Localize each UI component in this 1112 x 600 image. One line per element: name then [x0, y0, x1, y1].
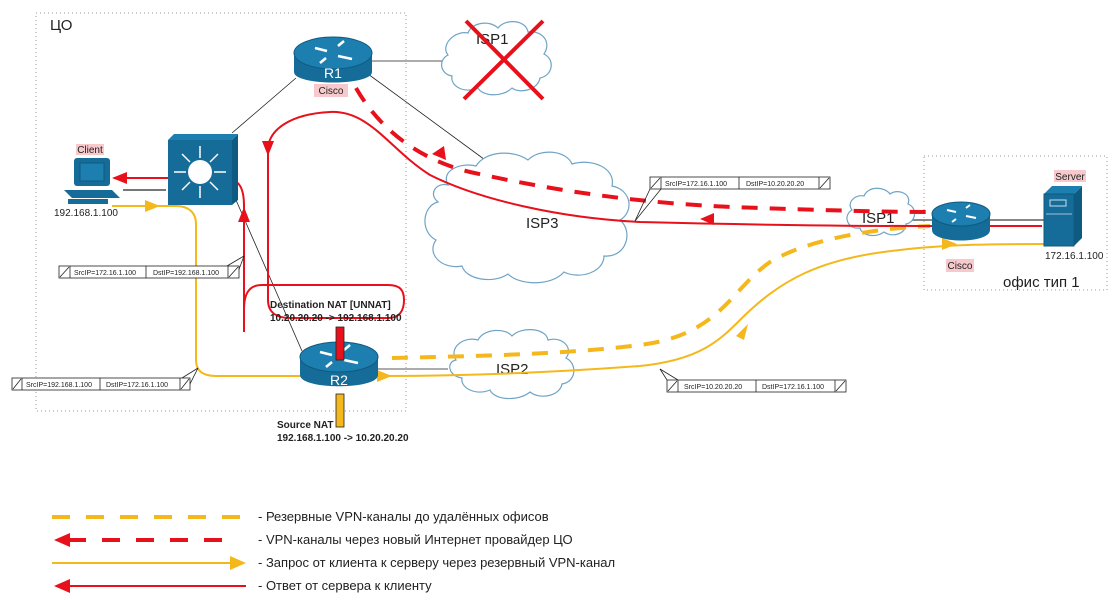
- link-r1-switch: [231, 77, 297, 134]
- legend-item-new-isp-vpn: - VPN-каналы через новый Интернет провай…: [0, 530, 700, 552]
- backup-vpn-dashed-line: [391, 224, 931, 360]
- network-diagram: ЦО офис тип 1 ISP1 ISP3 ISP2 ISP1: [11, 12, 1108, 444]
- cloud-isp1-remote-label: ISP1: [862, 210, 895, 227]
- request-arrow-icon: [377, 370, 392, 382]
- response-arrow-icon: [262, 141, 274, 156]
- packet-src-ip: SrcIP=172.16.1.100: [665, 181, 727, 188]
- r1-vendor-tag: Cisco: [318, 86, 343, 97]
- request-arrow-icon: [145, 200, 160, 212]
- router-r1[interactable]: R1: [293, 36, 373, 83]
- router-r2-label: R2: [330, 372, 348, 388]
- client-tag-bg: [76, 144, 104, 155]
- core-switch[interactable]: [168, 134, 238, 205]
- client-tag: Client: [77, 145, 103, 156]
- source-nat-title: Source NAT: [277, 420, 334, 431]
- response-arrow-icon: [112, 172, 127, 184]
- packet-dst-ip: DstIP=172.16.1.100: [106, 382, 168, 389]
- server-ip: 172.16.1.100: [1045, 251, 1104, 262]
- response-flow-line: [114, 110, 1042, 332]
- remote-router[interactable]: [931, 201, 991, 241]
- central-office-zone: [35, 12, 407, 412]
- cloud-isp1-failed: ISP1: [441, 19, 552, 101]
- packet-callout: SrcIP=172.16.1.100 DstIP=192.168.1.100: [58, 255, 245, 279]
- legend-item-response: - Ответ от сервера к клиенту: [0, 576, 700, 598]
- router-arrows-icon: [946, 204, 977, 223]
- yellow-arrow-icon: [52, 556, 246, 570]
- packet-dst-ip: DstIP=192.168.1.100: [153, 270, 219, 277]
- server-icon[interactable]: [1043, 186, 1082, 247]
- packet-src-ip: SrcIP=10.20.20.20: [684, 384, 742, 391]
- server-tag: Server: [1055, 172, 1085, 183]
- legend-label: - VPN-каналы через новый Интернет провай…: [258, 532, 573, 547]
- request-arrow-icon: [736, 324, 748, 340]
- packet-callout: SrcIP=172.16.1.100 DstIP=10.20.20.20: [634, 176, 831, 222]
- packet-dst-ip: DstIP=10.20.20.20: [746, 181, 804, 188]
- cloud-isp3-label: ISP3: [526, 215, 559, 232]
- source-nat-rule: 192.168.1.100 -> 10.20.20.20: [277, 433, 409, 444]
- server-tag-bg: [1054, 170, 1086, 182]
- packet-src-ip: SrcIP=192.168.1.100: [26, 382, 92, 389]
- router-arrows-icon: [319, 344, 359, 368]
- yellow-dashed-line-icon: [52, 515, 246, 519]
- r1-vendor-tag-bg: [314, 84, 348, 97]
- remote-router-tag-bg: [946, 259, 974, 272]
- new-isp-vpn-arrowhead: [432, 146, 446, 160]
- packet-dst-ip: DstIP=172.16.1.100: [762, 384, 824, 391]
- legend-label: - Резервные VPN-каналы до удалённых офис…: [258, 509, 549, 524]
- cloud-isp1-remote: ISP1: [846, 187, 916, 237]
- destination-nat-marker: [335, 326, 345, 361]
- new-isp-vpn-dashed-line: [354, 87, 933, 214]
- red-dashed-arrow-icon: [54, 533, 236, 547]
- remote-router-tag: Cisco: [947, 261, 972, 272]
- legend-item-backup-vpn: - Резервные VPN-каналы до удалённых офис…: [0, 507, 700, 529]
- legend-label: - Ответ от сервера к клиенту: [258, 578, 432, 593]
- destination-nat-rule: 10.20.20.20 -> 192.168.1.100: [270, 313, 402, 324]
- remote-office-label: офис тип 1: [1003, 274, 1080, 291]
- legend-item-request: - Запрос от клиента к серверу через резе…: [0, 553, 700, 575]
- legend: - Резервные VPN-каналы до удалённых офис…: [0, 495, 1112, 600]
- client-pc-icon[interactable]: [64, 158, 120, 204]
- switch-arrows-icon: [174, 146, 226, 198]
- cloud-isp1-failed-label: ISP1: [476, 31, 509, 48]
- request-flow-line: [112, 205, 1045, 377]
- legend-label: - Запрос от клиента к серверу через резе…: [258, 555, 616, 570]
- remote-office-zone: [923, 155, 1108, 291]
- response-arrow-icon: [238, 207, 250, 222]
- failed-cross-icon: [462, 19, 545, 101]
- source-nat-marker: [335, 393, 345, 428]
- cloud-isp2-label: ISP2: [496, 361, 529, 378]
- packet-callout: SrcIP=10.20.20.20 DstIP=172.16.1.100: [659, 368, 847, 393]
- switch-hub-icon: [188, 160, 212, 184]
- request-arrow-icon: [942, 238, 957, 250]
- client-ip: 192.168.1.100: [54, 208, 118, 219]
- cloud-isp2: ISP2: [449, 329, 575, 400]
- central-office-label: ЦО: [50, 17, 72, 34]
- packet-src-ip: SrcIP=172.16.1.100: [74, 270, 136, 277]
- link-r1-isp3: [367, 73, 493, 166]
- response-arrow-icon: [700, 213, 714, 225]
- packet-callout: SrcIP=192.168.1.100 DstIP=172.16.1.100: [11, 367, 199, 391]
- red-arrow-icon: [54, 579, 246, 593]
- cloud-isp3: ISP3: [424, 151, 630, 284]
- router-r1-label: R1: [324, 65, 342, 81]
- destination-nat-title: Destination NAT [UNNAT]: [270, 300, 391, 311]
- router-arrows-icon: [314, 40, 353, 64]
